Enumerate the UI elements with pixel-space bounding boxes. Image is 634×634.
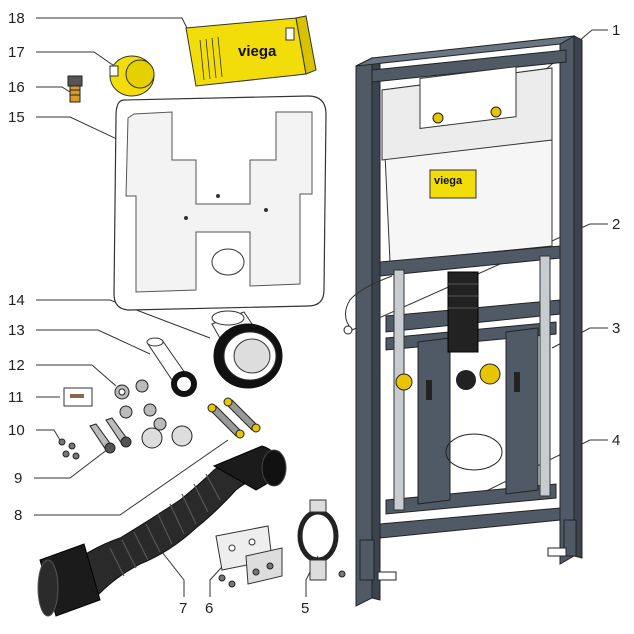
part-flush-sleeve-14 — [211, 310, 283, 389]
part-installation-frame: viega — [343, 35, 583, 607]
part-small-screws-10 — [58, 438, 80, 460]
viega-logo-box: viega — [238, 43, 277, 60]
callout-15: 15 — [8, 109, 25, 126]
viega-logo-cistern: viega — [434, 175, 463, 187]
callout-16: 16 — [8, 79, 25, 96]
part-anchor-bolts-9 — [89, 417, 132, 454]
callout-11: 11 — [8, 389, 24, 406]
part-connection-pipe-13 — [146, 337, 197, 397]
callout-5: 5 — [301, 600, 309, 617]
callout-1: 1 — [612, 22, 620, 39]
callout-2: 2 — [612, 216, 620, 233]
callout-4: 4 — [612, 432, 620, 449]
part-flexible-pipe-7 — [37, 445, 287, 617]
part-pipe-clamp-5 — [297, 499, 346, 581]
callout-12: 12 — [8, 357, 25, 374]
callout-10: 10 — [8, 422, 25, 439]
callout-6: 6 — [205, 600, 213, 617]
callout-13: 13 — [8, 322, 25, 339]
part-actuator-plate-18: viega — [185, 15, 317, 87]
part-seals-12 — [114, 379, 193, 449]
callout-9: 9 — [14, 470, 22, 487]
part-label-card-11 — [63, 387, 93, 407]
callout-7: 7 — [179, 600, 187, 617]
part-threaded-rods-8 — [207, 397, 261, 439]
part-bracket-6 — [215, 525, 283, 588]
callout-8: 8 — [14, 507, 22, 524]
callout-labels: 18 17 16 15 14 13 12 11 10 9 8 7 6 5 4 3… — [8, 10, 620, 617]
callout-3: 3 — [612, 320, 620, 337]
part-insulation-pad-15 — [113, 95, 327, 311]
callout-18: 18 — [8, 10, 25, 27]
part-yellow-cap-17 — [109, 55, 155, 97]
part-valve-16 — [67, 75, 83, 103]
callout-17: 17 — [8, 44, 25, 61]
callout-14: 14 — [8, 292, 25, 309]
